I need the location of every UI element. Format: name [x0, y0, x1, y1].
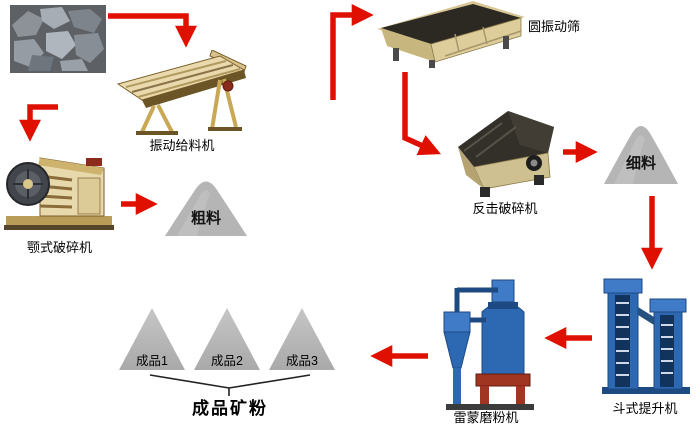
- arrow-to-screen: [330, 4, 374, 100]
- circular-vibrating-screen: [375, 0, 525, 70]
- vibrating-feeder-label: 振动给料机: [149, 138, 215, 153]
- circular-vibrating-screen-label: 圆振动筛: [528, 19, 581, 34]
- raymond-mill-illustration: [443, 279, 534, 410]
- arrow-feeder-to-jaw-crusher: [19, 104, 58, 142]
- impact-crusher-illustration: [458, 111, 554, 197]
- jaw-crusher: [2, 142, 117, 237]
- product-1-label: 成品1: [136, 354, 168, 368]
- coarse-material-cone: [163, 178, 249, 236]
- raymond-mill: [432, 272, 540, 412]
- bucket-elevator-label: 斗式提升机: [612, 401, 678, 416]
- fine-cone-illustration: [604, 126, 678, 184]
- impact-crusher: [450, 105, 560, 200]
- product-group-bracket: [149, 374, 311, 396]
- vibrating-screen-illustration: [377, 1, 525, 68]
- raw-material-photo: [10, 5, 106, 73]
- product-2-label: 成品2: [211, 354, 243, 368]
- impact-crusher-label: 反击破碎机: [472, 201, 538, 216]
- jaw-crusher-label: 颚式破碎机: [26, 240, 92, 255]
- vibrating-feeder-illustration: [116, 50, 247, 135]
- arrow-screen-to-impact: [402, 72, 442, 156]
- jaw-crusher-illustration: [4, 157, 114, 230]
- vibrating-feeder: [112, 50, 252, 138]
- coarse-cone-illustration: [165, 181, 247, 236]
- raymond-mill-label: 雷蒙磨粉机: [453, 410, 519, 424]
- product-3-label: 成品3: [286, 354, 318, 368]
- bucket-elevator-illustration: [602, 278, 690, 394]
- fine-material-label: 细料: [625, 155, 656, 172]
- fine-material-cone: [602, 122, 680, 184]
- bucket-elevator: [598, 275, 693, 400]
- arrow-photo-to-feeder: [108, 13, 197, 48]
- coarse-material-label: 粗料: [190, 210, 221, 227]
- final-product-label: 成品矿粉: [192, 399, 268, 418]
- rocks-illustration: [10, 5, 106, 73]
